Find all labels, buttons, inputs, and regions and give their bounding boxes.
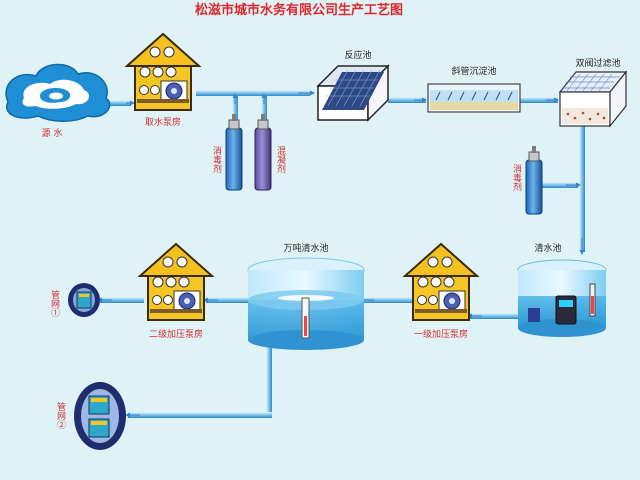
label-tank: 万吨清水池	[283, 242, 328, 254]
pump-house-icon	[404, 243, 478, 321]
label-booster2: 二级加压泵房	[149, 328, 203, 340]
diagram-title: 松滋市城市水务有限公司生产工艺图	[195, 2, 403, 18]
label-clear: 清水池	[534, 242, 561, 254]
pump-house-icon	[139, 243, 213, 321]
water-source-icon	[5, 63, 111, 122]
label-source: 源 水	[42, 127, 63, 139]
label-reaction: 反应池	[344, 49, 371, 61]
water-tank-icon	[517, 259, 607, 337]
pipe-network-icon	[74, 382, 126, 450]
label-disinfect1: 消毒剂	[211, 145, 222, 174]
label-intake: 取水泵房	[145, 116, 181, 128]
water-tank-icon	[247, 257, 365, 350]
pump-house-icon	[126, 33, 200, 111]
label-disinfect2: 消毒剂	[511, 163, 522, 192]
chemical-cylinder-icon	[525, 146, 543, 215]
pipe-network	[97, 90, 585, 418]
chemical-cylinder-icon	[225, 114, 243, 191]
chemical-cylinder-icon	[254, 114, 272, 191]
label-net2: 管网②	[55, 401, 66, 429]
label-filter: 双阀过滤池	[575, 57, 620, 69]
label-settling: 斜管沉淀池	[451, 65, 496, 77]
settling-tank-icon	[427, 83, 521, 113]
filter-tank-icon	[558, 70, 628, 128]
reaction-tank-icon	[316, 64, 390, 122]
pipe-network-icon	[68, 283, 100, 317]
label-booster1: 一级加压泵房	[414, 328, 468, 340]
label-coagulant: 混凝剂	[275, 146, 286, 174]
label-net1: 管网①	[49, 289, 60, 317]
